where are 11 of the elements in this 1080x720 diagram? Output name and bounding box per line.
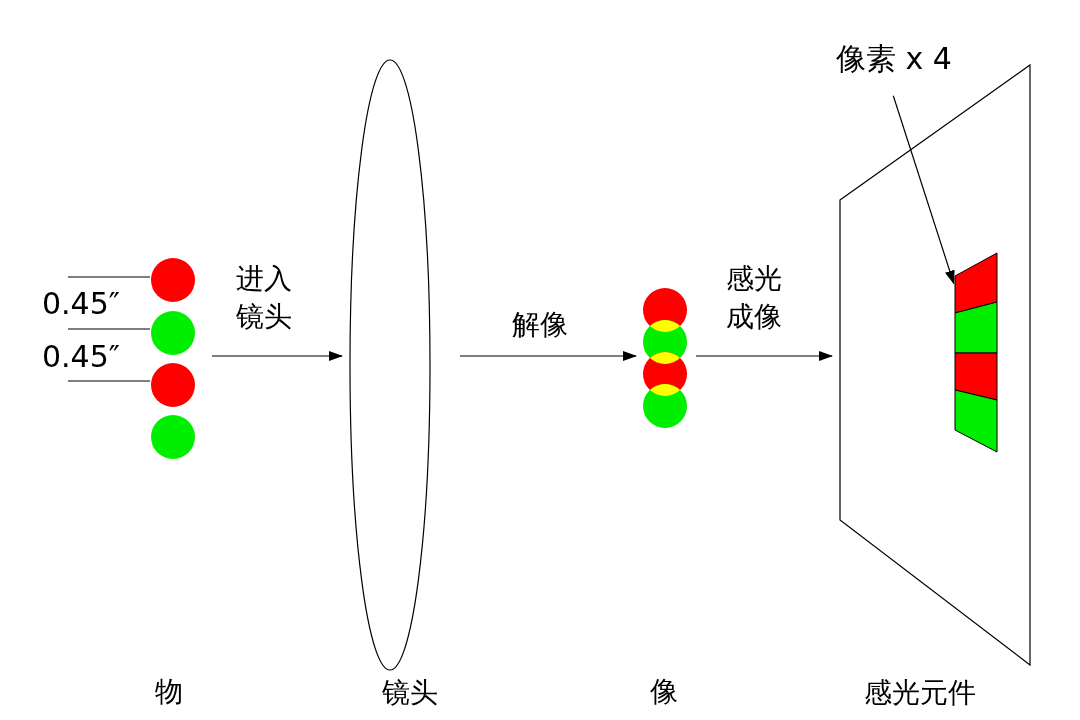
node-label: 感光元件 xyxy=(864,676,976,710)
arrow xyxy=(211,351,343,361)
node-label: 镜头 xyxy=(382,676,438,710)
dimension-label: 0.45″ xyxy=(42,287,120,321)
arrow xyxy=(459,351,637,361)
node-label: 像 xyxy=(650,675,678,709)
dimension-label: 0.45″ xyxy=(42,340,120,374)
pointer-label: 像素 x 4 xyxy=(836,42,952,76)
arrow xyxy=(695,351,833,361)
leader-arrow xyxy=(892,95,955,285)
node-label: 物 xyxy=(155,675,183,709)
